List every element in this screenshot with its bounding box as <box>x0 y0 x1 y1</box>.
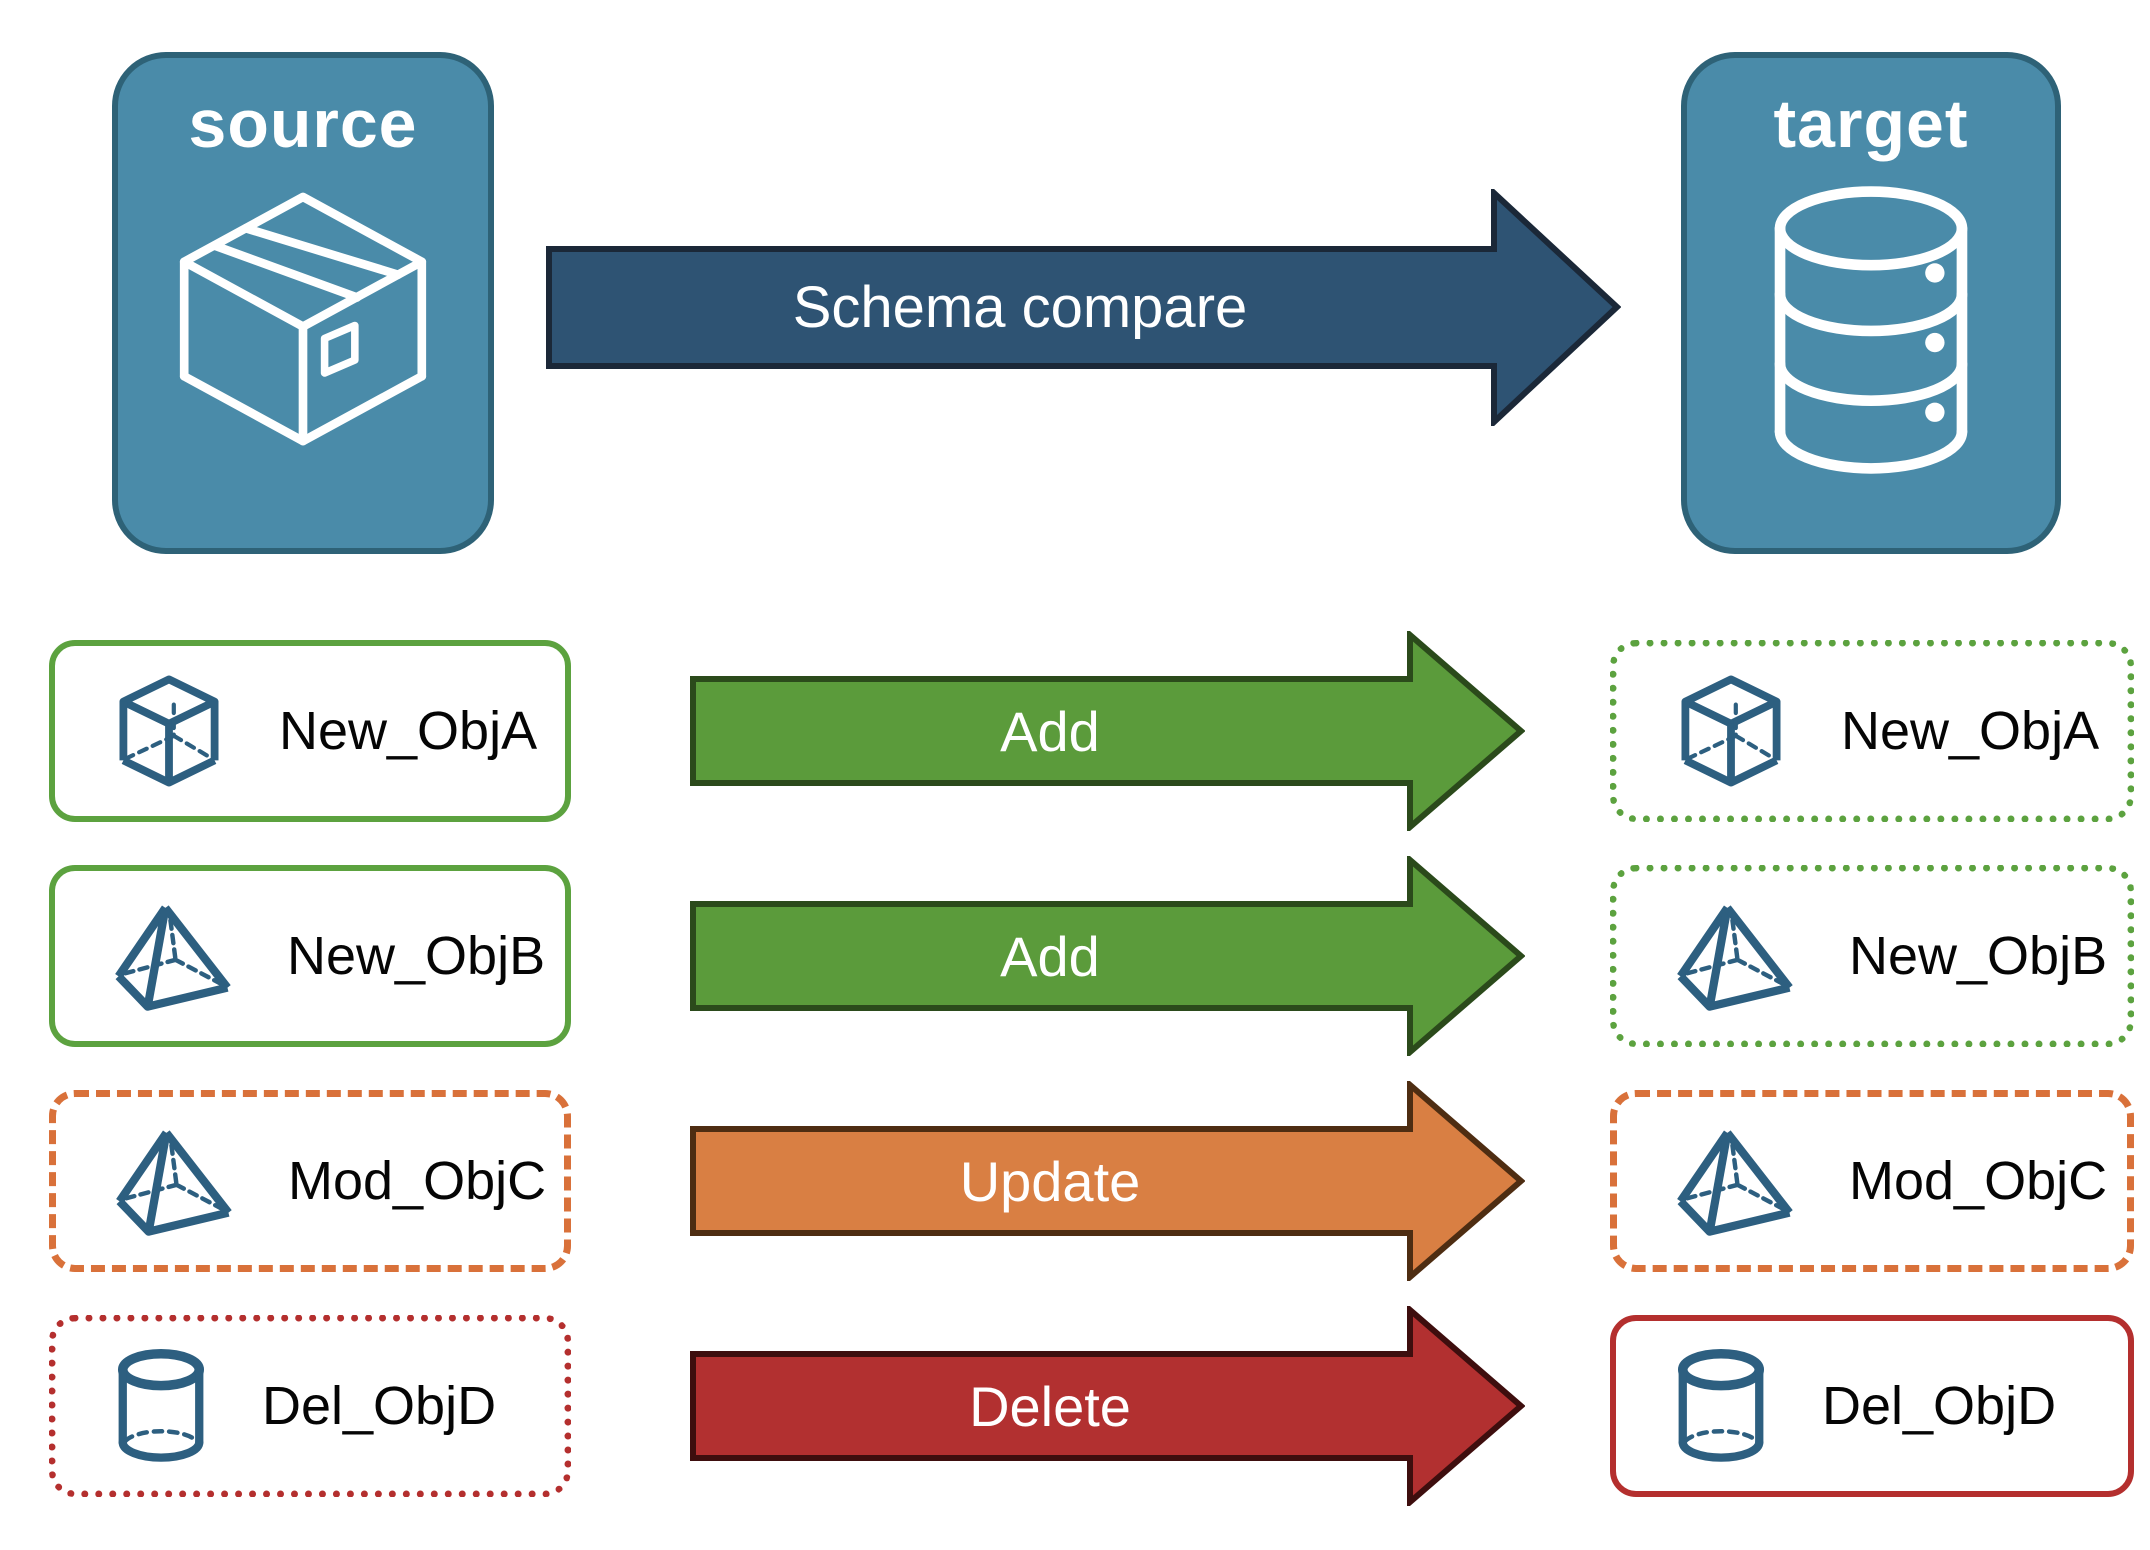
schema-compare-arrow: Schema compare <box>546 189 1621 426</box>
target-object-box-new-obja: New_ObjA <box>1610 640 2134 822</box>
object-label: New_ObjA <box>1841 701 2100 761</box>
object-label: New_ObjB <box>287 926 546 986</box>
cylinder-icon <box>1670 1344 1772 1468</box>
database-icon <box>1759 180 1983 480</box>
target-title: target <box>1773 86 1969 162</box>
cube-icon <box>1671 671 1791 791</box>
object-label: Mod_ObjC <box>1849 1151 2108 1211</box>
object-label: New_ObjA <box>279 701 538 761</box>
source-object-box-del-objd: Del_ObjD <box>49 1315 571 1497</box>
pyramid-icon <box>1671 899 1799 1013</box>
schema-compare-label: Schema compare <box>792 275 1248 340</box>
arrow-shape <box>690 1306 1525 1506</box>
target-panel: target <box>1681 52 2061 554</box>
action-label: Add <box>1000 699 1100 763</box>
update-arrow: Update <box>690 1081 1525 1281</box>
pyramid-icon <box>110 1124 238 1238</box>
delete-arrow: Delete <box>690 1306 1525 1506</box>
source-object-box-new-objb: New_ObjB <box>49 865 571 1047</box>
action-label: Update <box>959 1149 1141 1213</box>
arrow-shape <box>690 631 1525 831</box>
action-label: Delete <box>969 1374 1131 1438</box>
row-del-objd: Del_ObjD Delete Del_ObjD <box>0 1306 2150 1506</box>
cube-icon <box>109 671 229 791</box>
object-label: Del_ObjD <box>262 1376 497 1436</box>
row-mod-objc: Mod_ObjC Update Mod_ObjC <box>0 1081 2150 1281</box>
add-arrow-1: Add <box>690 631 1525 831</box>
package-icon <box>162 184 444 454</box>
schema-arrow-shape <box>546 189 1621 426</box>
pyramid-icon <box>1671 1124 1799 1238</box>
source-object-box-new-obja: New_ObjA <box>49 640 571 822</box>
source-panel: source <box>112 52 494 554</box>
target-object-box-new-objb: New_ObjB <box>1610 865 2134 1047</box>
pyramid-icon <box>109 899 237 1013</box>
add-arrow-2: Add <box>690 856 1525 1056</box>
action-label: Add <box>1000 924 1100 988</box>
target-object-box-del-objd: Del_ObjD <box>1610 1315 2134 1497</box>
source-title: source <box>188 86 418 162</box>
cylinder-icon <box>110 1344 212 1468</box>
object-label: New_ObjB <box>1849 926 2108 986</box>
object-label: Mod_ObjC <box>288 1151 547 1211</box>
object-label: Del_ObjD <box>1822 1376 2057 1436</box>
row-new-obja: New_ObjA Add New_ObjA <box>0 631 2150 831</box>
arrow-shape <box>690 856 1525 1056</box>
target-object-box-mod-objc: Mod_ObjC <box>1610 1090 2134 1272</box>
row-new-objb: New_ObjB Add New_ObjB <box>0 856 2150 1056</box>
arrow-shape <box>690 1081 1525 1281</box>
source-object-box-mod-objc: Mod_ObjC <box>49 1090 571 1272</box>
